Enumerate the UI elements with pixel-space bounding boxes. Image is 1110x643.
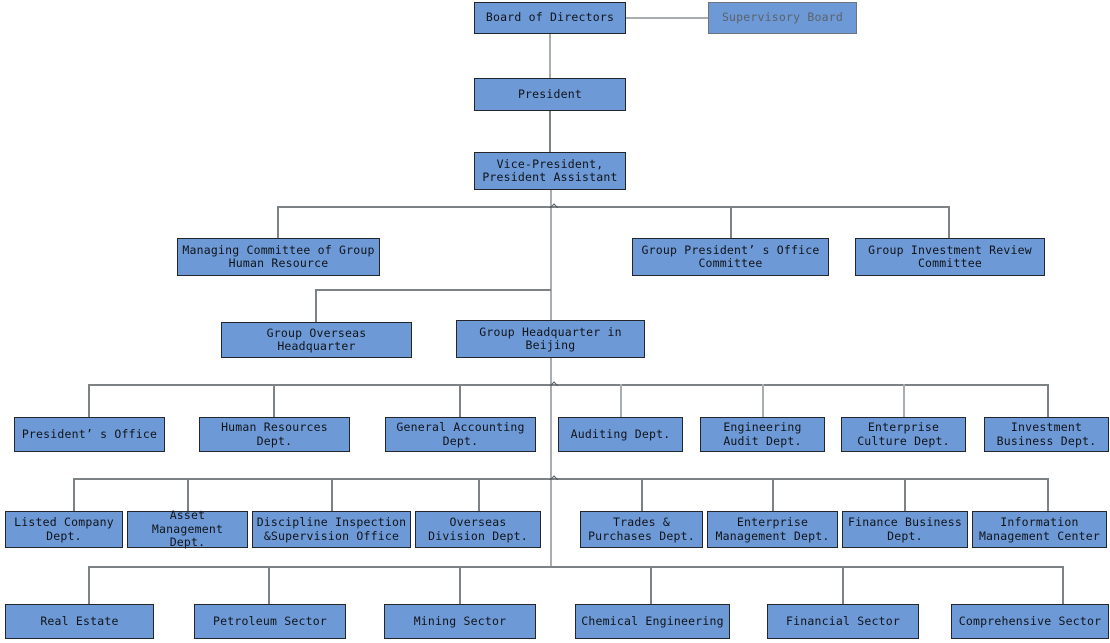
node-general-accounting-dept[interactable]: General Accounting Dept.	[385, 417, 536, 452]
edge-board-to-supervisory	[626, 17, 708, 19]
drop-inv-business	[1047, 384, 1049, 417]
node-petroleum-sector[interactable]: Petroleum Sector	[194, 604, 346, 639]
drop-trades	[641, 478, 643, 511]
junction-level7	[549, 475, 558, 480]
node-board-of-directors[interactable]: Board of Directors	[474, 2, 626, 34]
trunk-beijing-spine	[550, 358, 552, 568]
node-overseas-division-dept[interactable]: Overseas Division Dept.	[415, 511, 541, 548]
node-managing-committee-hr[interactable]: Managing Committee of Group Human Resour…	[177, 238, 380, 276]
drop-real-estate	[88, 566, 90, 604]
drop-chemical	[650, 566, 652, 604]
drop-comprehensive	[1062, 566, 1064, 604]
drop-pres-office	[88, 384, 90, 417]
drop-mc-hr	[277, 206, 279, 238]
bus-level4	[277, 206, 949, 208]
edge-board-to-president	[549, 34, 551, 78]
node-asset-management-dept[interactable]: Asset Management Dept.	[127, 509, 248, 549]
drop-fin-business	[904, 478, 906, 511]
node-human-resources-dept[interactable]: Human Resources Dept.	[199, 417, 350, 452]
drop-asset-mgmt	[187, 478, 189, 511]
node-chemical-engineering-sector[interactable]: Chemical Engineering	[575, 604, 730, 639]
drop-overseas-hq	[315, 289, 317, 322]
node-group-headquarter-beijing[interactable]: Group Headquarter in Beijing	[456, 320, 645, 358]
junction-level4	[549, 203, 558, 208]
drop-mining	[459, 566, 461, 604]
node-listed-company-dept[interactable]: Listed Company Dept.	[5, 511, 123, 548]
edge-president-to-vp	[549, 111, 551, 152]
node-group-overseas-headquarter[interactable]: Group Overseas Headquarter	[221, 322, 412, 358]
drop-eng-audit	[762, 384, 764, 417]
bus-level6	[88, 384, 1049, 386]
node-engineering-audit-dept[interactable]: Engineering Audit Dept.	[700, 417, 825, 452]
node-financial-sector[interactable]: Financial Sector	[767, 604, 919, 639]
drop-auditing	[620, 384, 622, 417]
trunk-vp-spine	[550, 190, 552, 320]
node-comprehensive-sector[interactable]: Comprehensive Sector	[951, 604, 1109, 639]
bus-level8	[88, 566, 1063, 568]
node-mining-sector[interactable]: Mining Sector	[384, 604, 536, 639]
node-investment-business-dept[interactable]: Investment Business Dept.	[984, 417, 1109, 452]
node-trades-purchases-dept[interactable]: Trades & Purchases Dept.	[580, 511, 703, 548]
node-vice-president[interactable]: Vice-President, President Assistant	[474, 152, 626, 190]
node-enterprise-management-dept[interactable]: Enterprise Management Dept.	[707, 511, 838, 548]
node-finance-business-dept[interactable]: Finance Business Dept.	[842, 511, 968, 548]
drop-hr-dept	[273, 384, 275, 417]
drop-gp-office	[730, 206, 732, 238]
drop-financial	[842, 566, 844, 604]
node-group-president-office-committee[interactable]: Group President’ s Office Committee	[632, 238, 829, 276]
node-auditing-dept[interactable]: Auditing Dept.	[558, 417, 683, 452]
drop-gen-acct	[459, 384, 461, 417]
node-president[interactable]: President	[474, 78, 626, 111]
drop-ent-culture	[903, 384, 905, 417]
node-discipline-inspection-office[interactable]: Discipline Inspection &Supervision Offic…	[252, 511, 411, 548]
node-information-management-center[interactable]: Information Management Center	[972, 511, 1107, 548]
node-enterprise-culture-dept[interactable]: Enterprise Culture Dept.	[841, 417, 966, 452]
bus-overseas-hq	[315, 289, 551, 291]
drop-petroleum	[268, 566, 270, 604]
node-supervisory-board[interactable]: Supervisory Board	[708, 2, 857, 34]
drop-discipline	[331, 478, 333, 511]
drop-listed-co	[73, 478, 75, 511]
drop-gi-review	[948, 206, 950, 238]
drop-overseas-div	[478, 478, 480, 511]
bus-level7	[73, 478, 1049, 480]
node-group-investment-review-committee[interactable]: Group Investment Review Committee	[855, 238, 1045, 276]
drop-info-center	[1047, 478, 1049, 511]
node-real-estate-sector[interactable]: Real Estate	[5, 604, 154, 639]
node-presidents-office[interactable]: President’ s Office	[14, 417, 165, 452]
junction-level6	[549, 381, 558, 386]
drop-ent-mgmt	[772, 478, 774, 511]
